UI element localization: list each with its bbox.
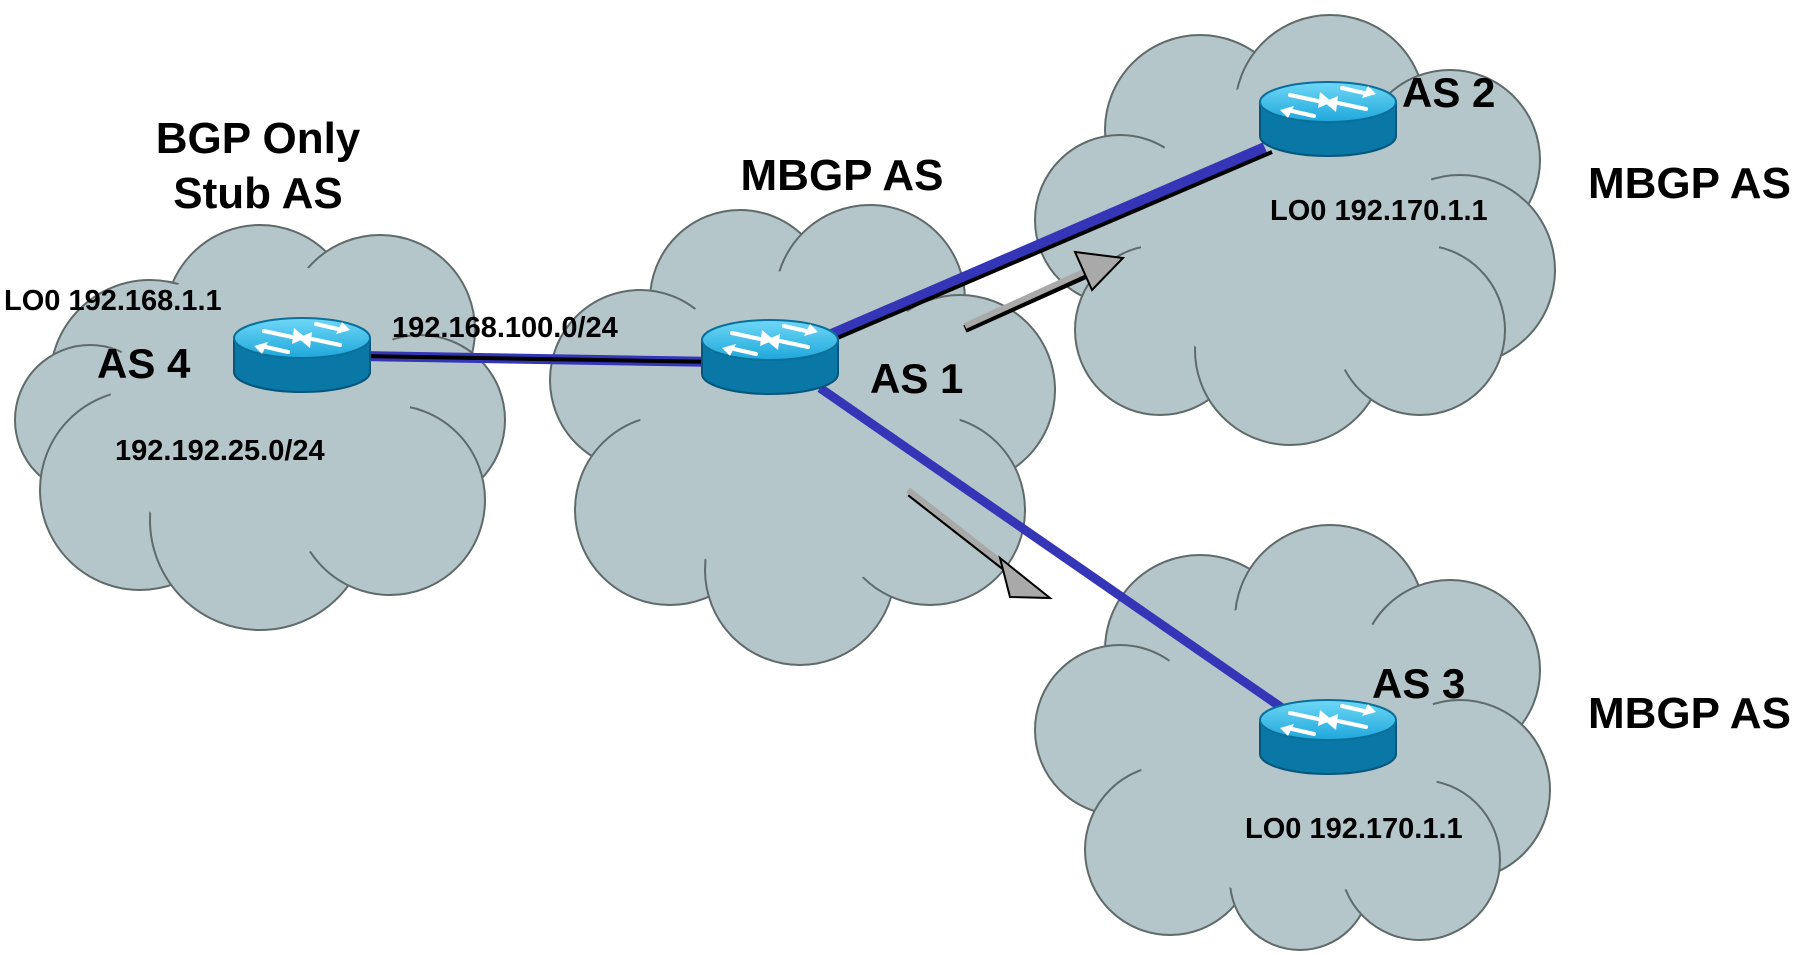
- router-as2-icon: [1258, 80, 1398, 158]
- as1-label: AS 1: [870, 355, 963, 402]
- as1-title: MBGP AS: [741, 151, 944, 200]
- as4-title-line1: BGP Only: [156, 114, 361, 163]
- as4-network-label: 192.192.25.0/24: [115, 435, 325, 467]
- arrow-to-as2: [963, 250, 1126, 333]
- router-as3-icon: [1258, 698, 1398, 776]
- as3-loopback-label: LO0 192.170.1.1: [1245, 813, 1463, 845]
- as4-loopback-label: LO0 192.168.1.1: [4, 285, 222, 317]
- as3-label: AS 3: [1372, 660, 1465, 707]
- as4-label: AS 4: [97, 340, 191, 387]
- as4-title-line2: Stub AS: [173, 169, 342, 218]
- as3-side-label: MBGP AS: [1588, 689, 1791, 738]
- cloud-as1: [549, 204, 1056, 666]
- arrow-to-as3: [906, 487, 1053, 600]
- link-network-label: 192.168.100.0/24: [392, 312, 618, 344]
- router-as1-icon: [700, 318, 840, 396]
- link-as1-as2: [817, 142, 1273, 346]
- cloud-as2: [1034, 14, 1556, 446]
- as2-label: AS 2: [1402, 69, 1495, 116]
- as2-side-label: MBGP AS: [1588, 159, 1791, 208]
- as2-loopback-label: LO0 192.170.1.1: [1270, 195, 1488, 227]
- link-as1-as3: [817, 384, 1288, 714]
- link-as4-as1: [359, 351, 721, 367]
- router-as4-icon: [232, 316, 372, 394]
